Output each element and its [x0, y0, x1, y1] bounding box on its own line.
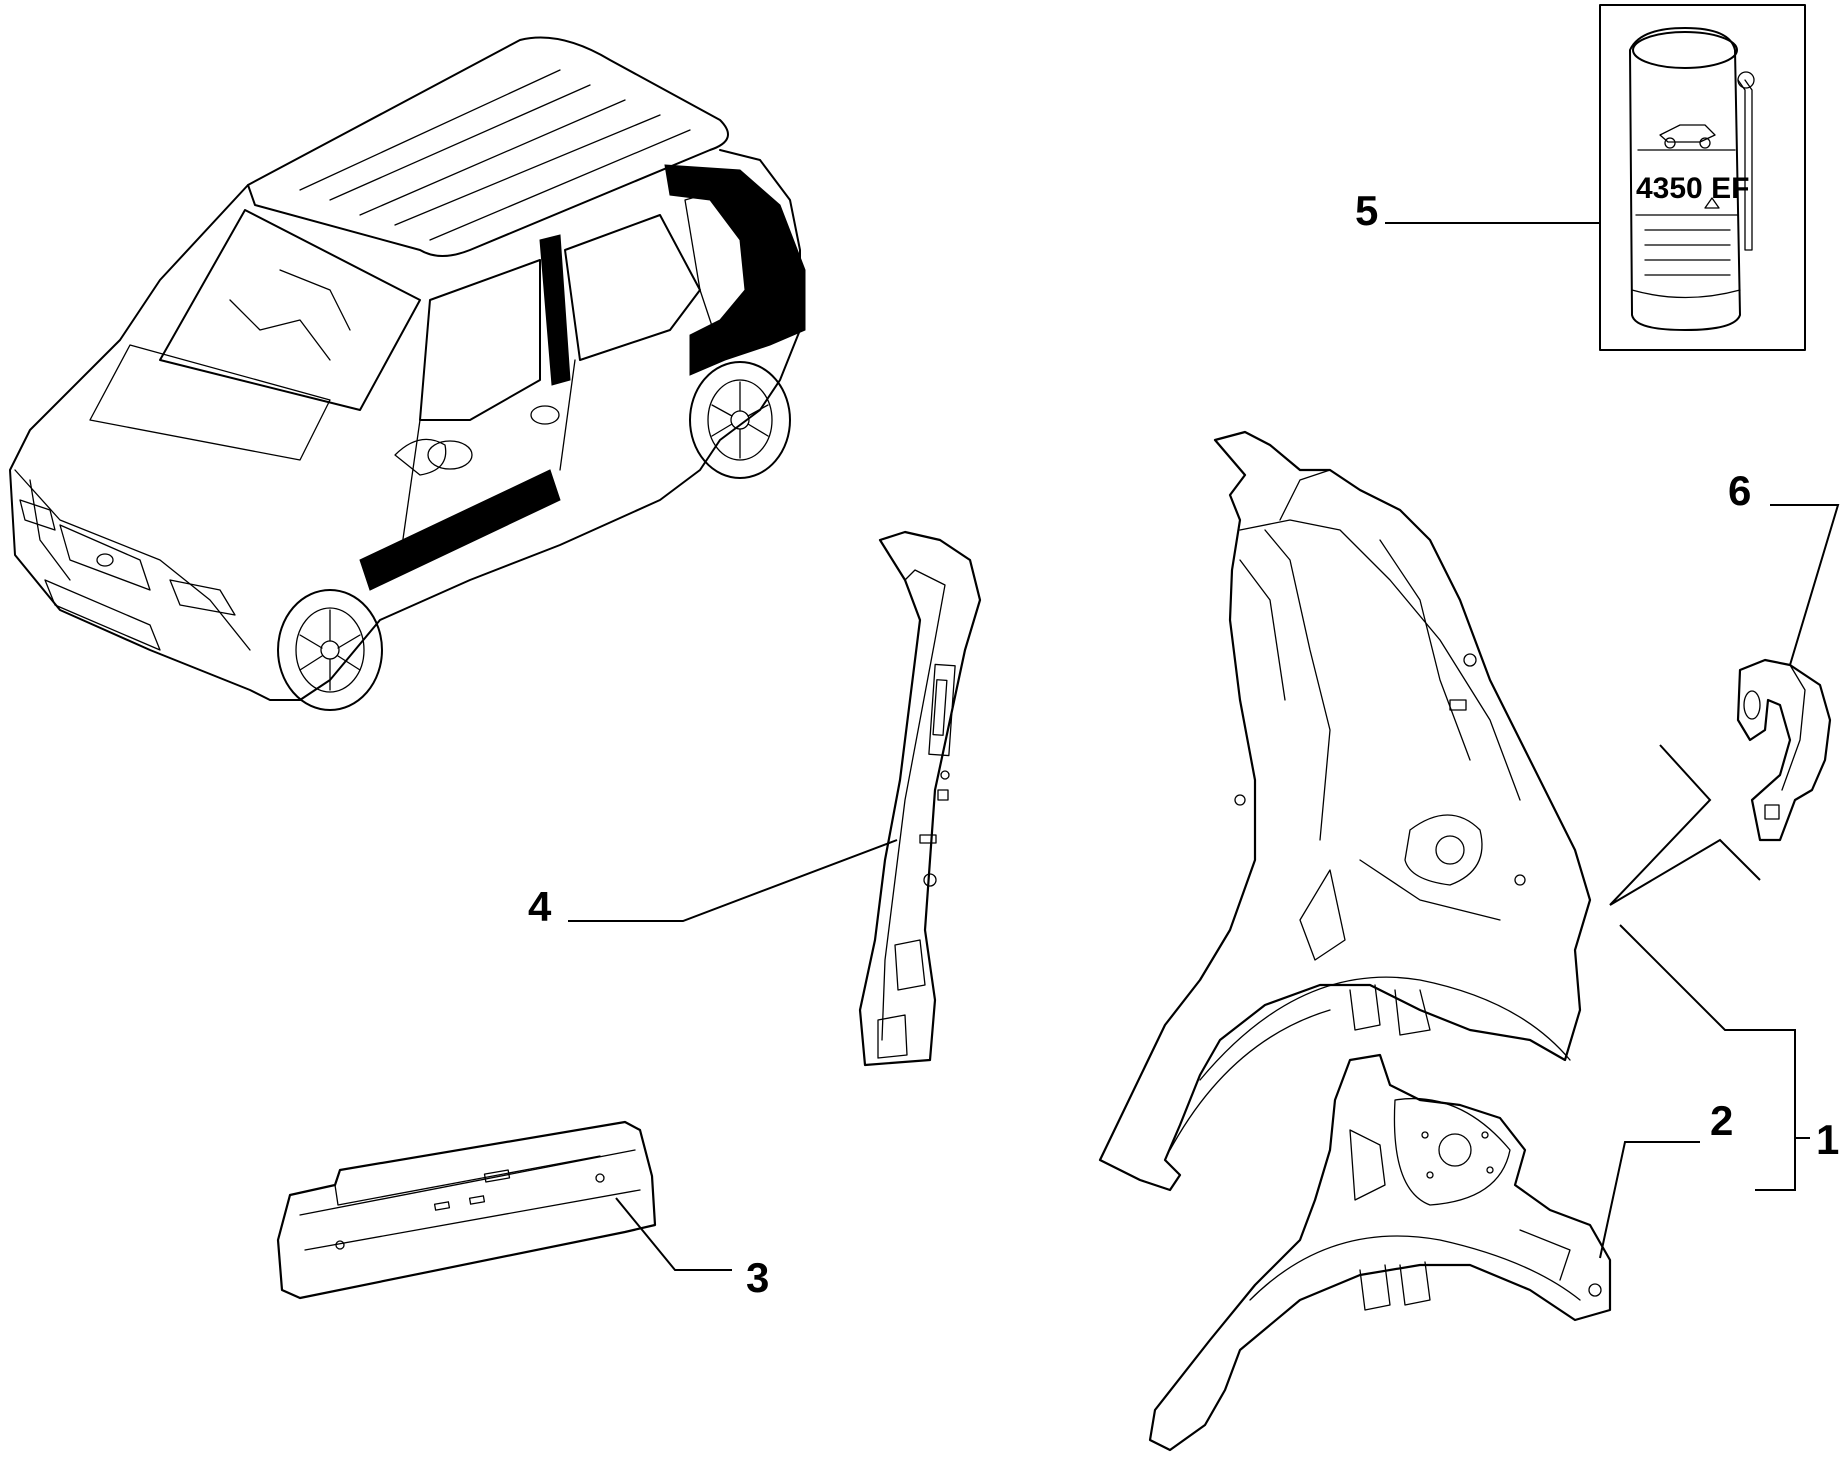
part-6-bracket: [1736, 658, 1832, 842]
leader-2: [1599, 1141, 1700, 1259]
part-4-pillar: [858, 530, 982, 1067]
part-2-wheelhouse: [1148, 1053, 1612, 1452]
part-3-sill: [276, 1120, 657, 1300]
leader-1-to-part: [1619, 924, 1760, 1031]
can-label: 4350 EF: [1636, 172, 1749, 205]
callout-2: 2: [1710, 1097, 1733, 1144]
leader-6-arrow: [1609, 744, 1761, 906]
leader-3: [615, 1197, 732, 1271]
car-illustration: [9, 36, 806, 711]
callout-6: 6: [1728, 467, 1751, 514]
callout-1: 1: [1816, 1116, 1839, 1163]
callout-5: 5: [1355, 187, 1378, 234]
callout-3: 3: [746, 1254, 769, 1301]
leader-6: [1770, 504, 1840, 666]
callout-4: 4: [528, 883, 552, 930]
part-1-inner-panel: [1098, 430, 1592, 1192]
part-5-spray-can: 4350 EF: [1599, 4, 1806, 351]
leader-lines: [568, 222, 1840, 1271]
leader-4: [568, 839, 898, 922]
leader-1-bracket: [1755, 1029, 1796, 1191]
